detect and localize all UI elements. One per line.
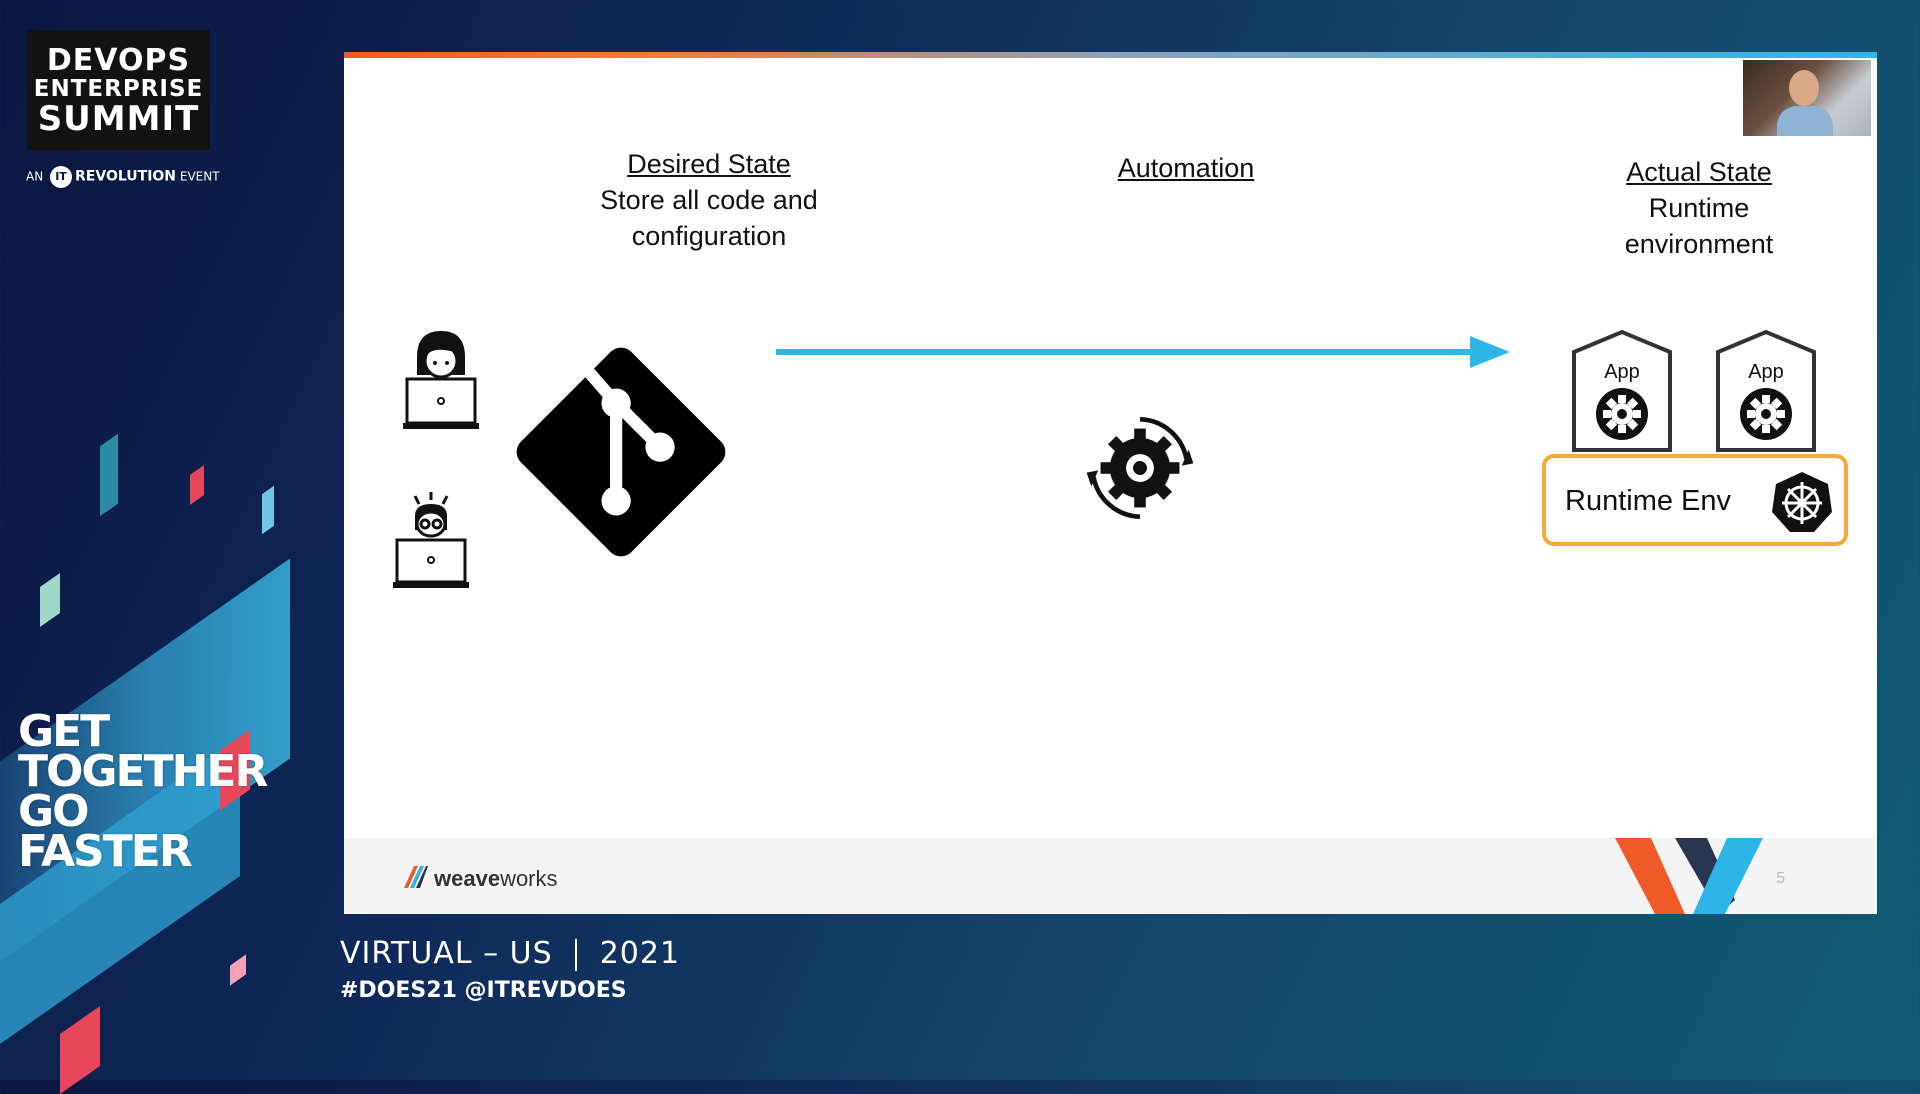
runtime-env-box: Runtime Env — [1542, 454, 1848, 546]
presenter-video — [1743, 60, 1871, 136]
developer-icon — [403, 331, 479, 429]
tagline-line: FASTER — [18, 826, 193, 877]
flow-arrow — [776, 336, 1510, 368]
slide-accent-bar — [344, 52, 1877, 58]
actual-state-line1: Runtime — [1648, 193, 1750, 223]
weaveworks-brand-rest: works — [500, 866, 558, 891]
weaveworks-logo-icon — [404, 866, 428, 888]
tagline-line: TOGETHER — [18, 746, 268, 797]
desired-state-title: Desired State — [627, 149, 791, 179]
automation-gear-icon — [1086, 416, 1194, 520]
weaveworks-big-logo — [1615, 838, 1763, 914]
weaveworks-brand-bold: weave — [434, 866, 501, 891]
operator-icon — [393, 492, 469, 588]
slide-page-number: 5 — [1776, 870, 1785, 887]
automation-title: Automation — [1117, 153, 1255, 183]
kubernetes-helm-icon — [1772, 472, 1832, 532]
actual-state-line2: environment — [1624, 229, 1774, 259]
bg-shape — [60, 1005, 100, 1094]
presenter-body — [1777, 106, 1833, 136]
app-label-1: App — [1604, 361, 1640, 383]
desired-state-heading: Desired State Store all code and configu… — [534, 146, 884, 254]
logo-line-3: SUMMIT — [37, 99, 200, 139]
git-icon — [516, 347, 726, 557]
event-subtitle-prefix: AN — [26, 169, 44, 184]
bg-shape — [230, 954, 246, 986]
desired-state-line1: Store all code and — [600, 185, 818, 215]
app-label-2: App — [1748, 361, 1784, 383]
logo-line-1: DEVOPS — [46, 43, 191, 78]
tagline-line: GO — [18, 786, 90, 837]
actual-state-heading: Actual State Runtime environment — [1574, 154, 1824, 262]
bg-shape — [190, 465, 204, 505]
divider — [575, 938, 578, 971]
actual-state-title: Actual State — [1626, 157, 1772, 187]
bg-shape — [100, 433, 118, 517]
runtime-env-label: Runtime Env — [1565, 485, 1732, 517]
event-subtitle-brand: REVOLUTION — [75, 168, 177, 185]
bg-shape — [40, 572, 60, 628]
event-hashtags: #DOES21 @ITREVDOES — [340, 978, 627, 1003]
app-container-2 — [1716, 330, 1816, 452]
logo-line-2: ENTERPRISE — [33, 76, 204, 102]
event-location: VIRTUAL – US 2021 — [340, 936, 680, 971]
weaveworks-brand: weaveworks — [434, 866, 558, 892]
presentation-slide: Desired State Store all code and configu… — [344, 52, 1877, 914]
bg-shape — [262, 485, 274, 535]
it-revolution-icon: IT — [50, 166, 73, 188]
event-location-text: VIRTUAL – US — [340, 936, 553, 971]
event-year: 2021 — [599, 936, 681, 971]
event-logo: DEVOPS ENTERPRISE SUMMIT — [27, 30, 210, 150]
presenter-head — [1789, 70, 1819, 106]
automation-heading: Automation — [1061, 150, 1311, 186]
app-container-1 — [1572, 330, 1672, 452]
tagline-line: GET — [18, 706, 110, 757]
desired-state-line2: configuration — [631, 221, 787, 251]
slide-footer: weaveworks 5 — [344, 838, 1877, 914]
tagline: GET TOGETHER GO FASTER — [18, 706, 268, 877]
event-subtitle-suffix: EVENT — [179, 169, 220, 184]
